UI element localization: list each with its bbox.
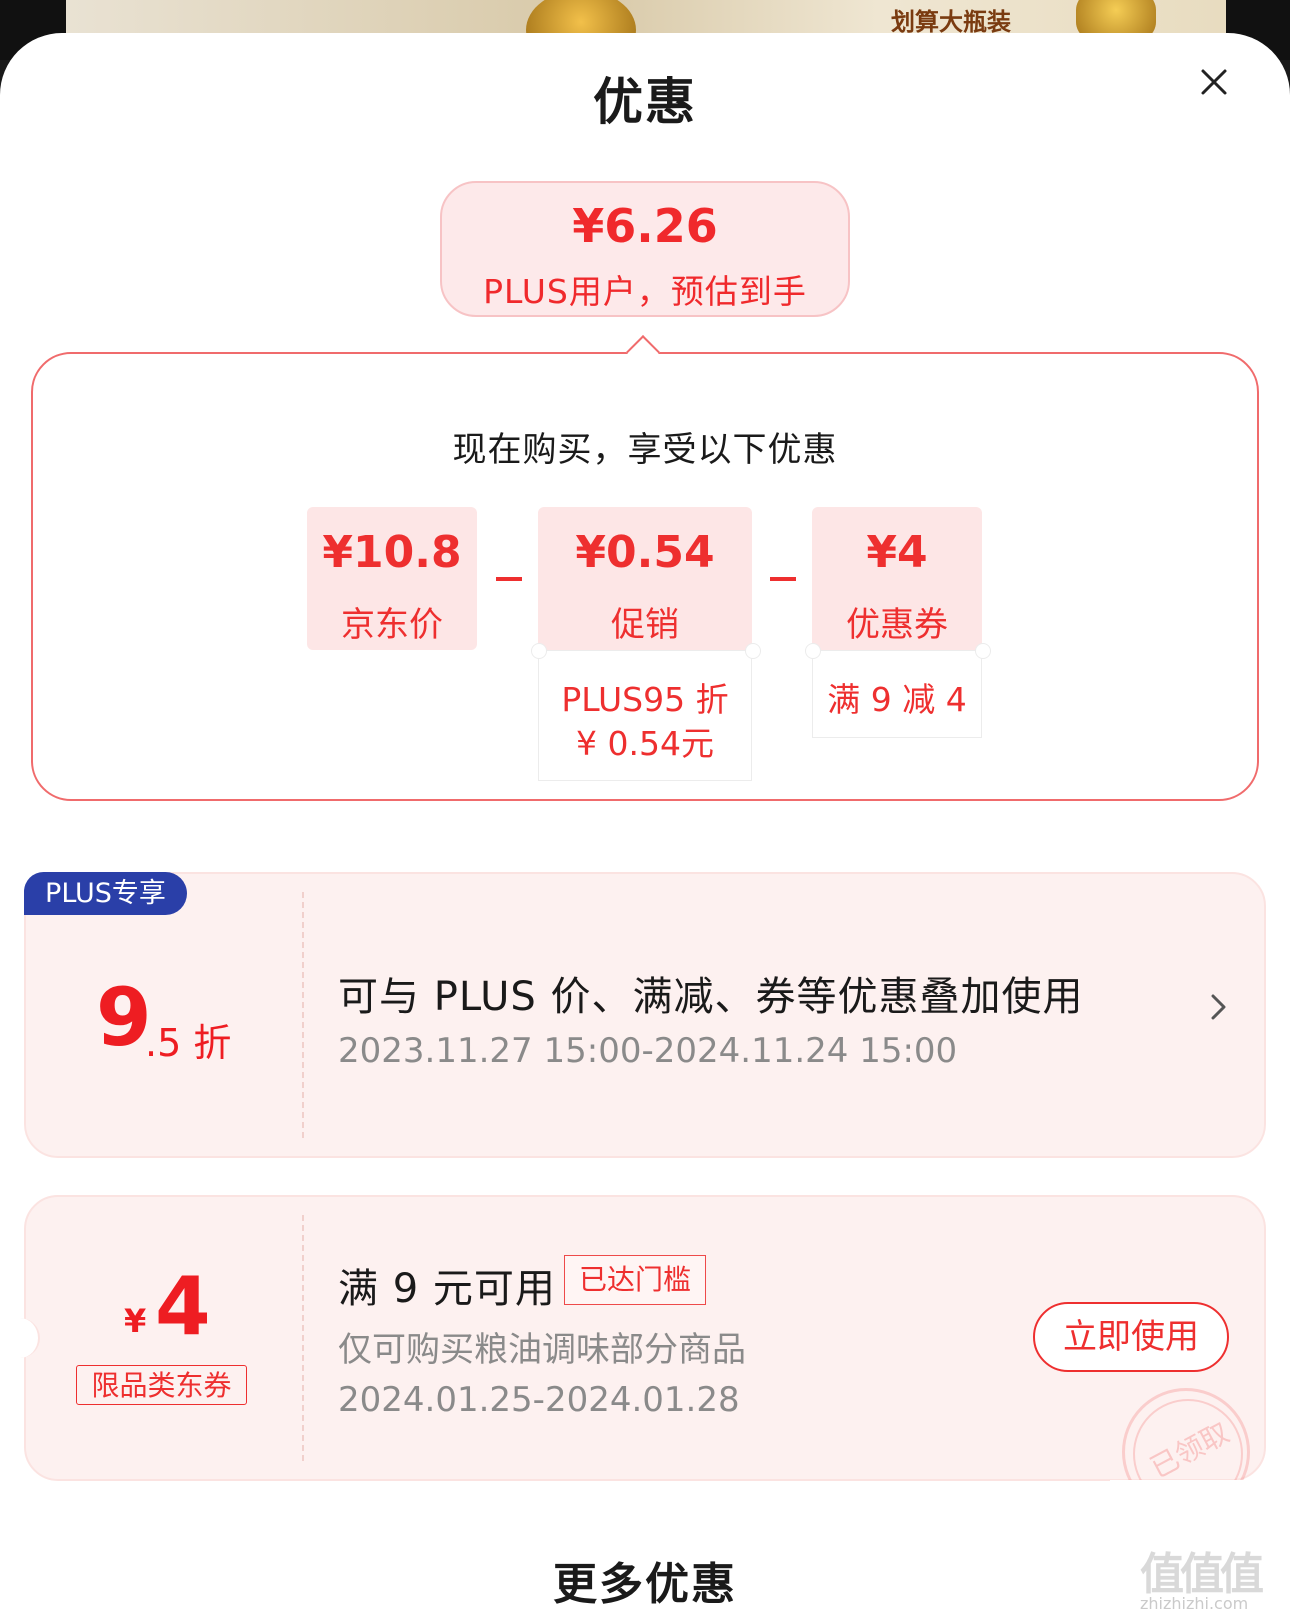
promotion-detail-line1: PLUS95 折	[561, 680, 729, 719]
threshold-reached-badge: 已达门槛	[564, 1255, 706, 1305]
jd-price-chip: ¥10.8 京东价	[307, 507, 477, 650]
ticket-notch-right-2	[975, 643, 991, 659]
coupon-category-tag: 限品类东券	[76, 1365, 247, 1405]
watermark-logo: 值值值	[1140, 1549, 1264, 1600]
estimated-price-label: PLUS用户，预估到手	[483, 272, 807, 311]
close-icon	[1201, 69, 1227, 95]
use-now-button[interactable]: 立即使用	[1033, 1302, 1229, 1372]
promotion-chip: ¥0.54 促销	[538, 507, 752, 650]
ticket-notch-left	[531, 643, 547, 659]
breakdown-title: 现在购买，享受以下优惠	[452, 430, 838, 470]
watermark-url: zhizhizhi.com	[1140, 1594, 1249, 1613]
coupon-currency: ¥	[124, 1302, 147, 1340]
card-divider	[302, 1215, 304, 1461]
plus-exclusive-badge: PLUS专享	[24, 872, 187, 915]
coupon-detail: 满 9 减 4	[812, 650, 982, 738]
minus-operator	[496, 577, 522, 581]
close-button[interactable]	[1192, 60, 1236, 104]
coupon-title: 满 9 元可用	[338, 1266, 556, 1312]
stamp-mask	[1110, 1480, 1270, 1540]
more-discounts-title: 更多优惠	[553, 1559, 737, 1610]
estimated-price-bubble: ¥6.26 PLUS用户，预估到手	[440, 181, 850, 317]
discount-rest: .5 折	[145, 1021, 232, 1065]
plus-discount-card[interactable]	[24, 872, 1266, 1158]
sheet-title: 优惠	[593, 73, 697, 131]
ticket-notch-left-2	[805, 643, 821, 659]
plus-card-title: 可与 PLUS 价、满减、券等优惠叠加使用	[338, 974, 1084, 1020]
coupon-detail-line1: 满 9 减 4	[827, 680, 967, 719]
coupon-chip: ¥4 优惠券	[812, 507, 982, 650]
estimated-price: ¥6.26	[572, 199, 718, 253]
jd-price-label: 京东价	[341, 605, 443, 645]
ticket-notch-right	[745, 643, 761, 659]
card-divider	[302, 892, 304, 1138]
chevron-right-icon[interactable]	[1208, 990, 1230, 1024]
jd-price-value: ¥10.8	[322, 527, 462, 578]
minus-operator-2	[770, 577, 796, 581]
coupon-value: ¥4	[866, 527, 928, 578]
coupon-label: 优惠券	[846, 605, 948, 645]
plus-card-period: 2023.11.27 15:00-2024.11.24 15:00	[338, 1031, 958, 1071]
promotion-label: 促销	[611, 605, 679, 645]
promotion-detail-line2: ¥ 0.54元	[576, 724, 714, 763]
banner-text: 划算大瓶装	[891, 7, 1011, 36]
coupon-scope: 仅可购买粮油调味部分商品	[338, 1330, 746, 1370]
discount-main-number: 9	[96, 971, 152, 1064]
coupon-amount: 4	[155, 1260, 211, 1353]
coupon-period: 2024.01.25-2024.01.28	[338, 1380, 740, 1420]
promotion-value: ¥0.54	[575, 527, 715, 578]
promotion-detail: PLUS95 折 ¥ 0.54元	[538, 650, 752, 781]
